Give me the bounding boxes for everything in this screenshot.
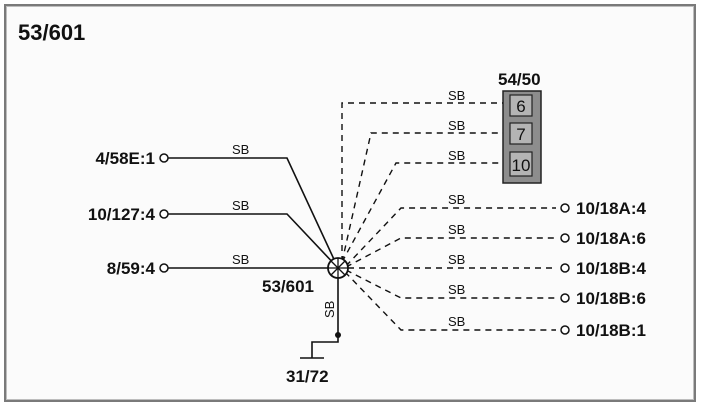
ground-lead xyxy=(311,335,339,358)
wire-color-right-4: SB xyxy=(448,282,465,297)
connector-pin-box-7 xyxy=(509,122,533,145)
terminal-right-2 xyxy=(560,233,570,243)
terminal-right-1 xyxy=(560,203,570,213)
wire-color-connector-2: SB xyxy=(448,118,465,133)
terminal-label-right-2: 10/18A:6 xyxy=(576,229,646,248)
wire-right-2 xyxy=(345,237,556,268)
terminal-label-left-1: 4/58E:1 xyxy=(95,149,155,168)
wire-connector-pin-10 xyxy=(341,162,503,263)
terminal-left-1 xyxy=(159,153,169,163)
wire-color-right-5: SB xyxy=(448,314,465,329)
terminal-left-2 xyxy=(159,209,169,219)
diagram-frame xyxy=(4,4,696,402)
wire-connector-pin-7 xyxy=(341,132,503,263)
splice-node-icon xyxy=(327,257,349,279)
terminal-right-4 xyxy=(560,293,570,303)
terminal-label-right-3: 10/18B:4 xyxy=(576,259,646,278)
connector-pin-7: 7 xyxy=(516,125,525,144)
wire-right-4 xyxy=(345,269,556,299)
wire-color-left-1: SB xyxy=(232,142,249,157)
terminal-label-left-2: 10/127:4 xyxy=(88,205,156,224)
wire-color-ground: SB xyxy=(322,301,337,318)
wire-right-1 xyxy=(345,207,556,267)
wire-right-5 xyxy=(344,271,556,331)
connector-pin-box-10 xyxy=(509,151,533,177)
connector-pin-6: 6 xyxy=(516,97,525,116)
terminal-label-right-4: 10/18B:6 xyxy=(576,289,646,308)
terminal-left-3 xyxy=(159,263,169,273)
terminal-right-5 xyxy=(560,325,570,335)
wire-color-left-2: SB xyxy=(232,198,249,213)
wire-left-1 xyxy=(168,157,339,269)
ground-label: 31/72 xyxy=(286,367,329,386)
terminal-label-left-3: 8/59:4 xyxy=(107,259,156,278)
terminal-label-right-1: 10/18A:4 xyxy=(576,199,646,218)
connector-54-50: 6 7 10 xyxy=(502,90,542,184)
terminal-right-3 xyxy=(560,263,570,273)
terminal-label-right-5: 10/18B:1 xyxy=(576,321,646,340)
wire-connector-pin-6 xyxy=(341,102,503,262)
connector-pin-10: 10 xyxy=(512,156,531,175)
wire-left-2 xyxy=(168,213,339,269)
wire-color-right-2: SB xyxy=(448,222,465,237)
wire-color-right-1: SB xyxy=(448,192,465,207)
connector-pin-box-6 xyxy=(509,94,533,117)
diagram-title: 53/601 xyxy=(18,20,85,45)
wire-color-connector-3: SB xyxy=(448,148,465,163)
wire-color-right-3: SB xyxy=(448,252,465,267)
wire-color-connector-1: SB xyxy=(448,88,465,103)
splice-label: 53/601 xyxy=(262,277,314,296)
connector-label: 54/50 xyxy=(498,70,541,89)
wire-color-left-3: SB xyxy=(232,252,249,267)
